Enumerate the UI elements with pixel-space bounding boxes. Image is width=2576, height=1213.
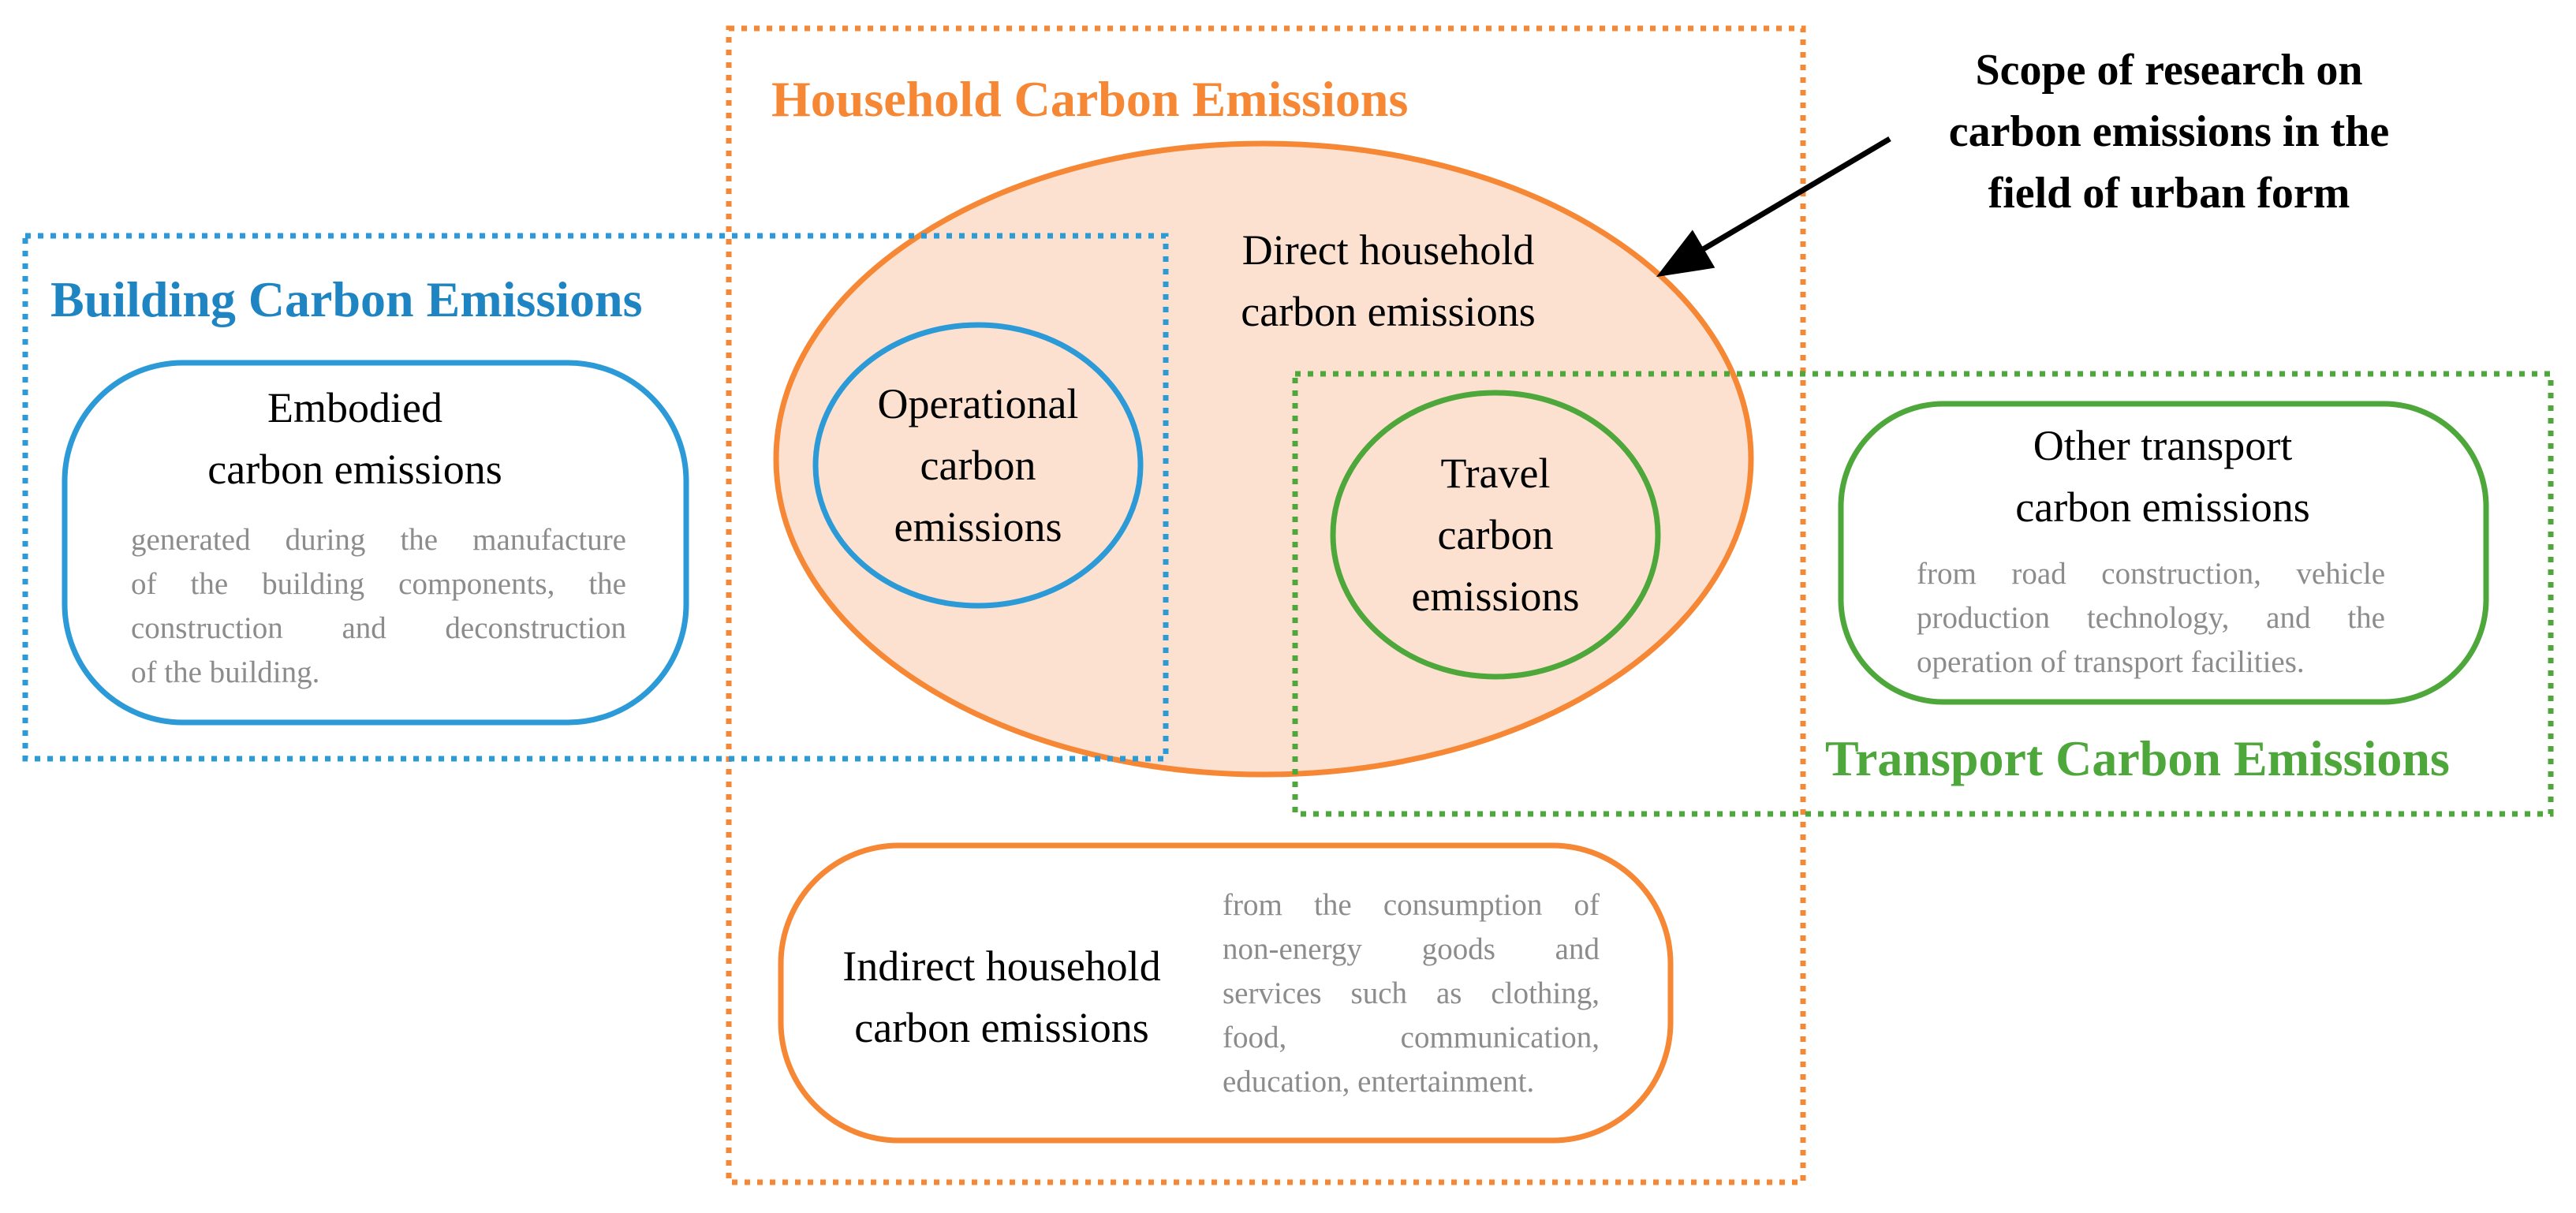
indirect-household-description: from the consumption of non-energy goods…	[1223, 883, 1600, 1104]
other-transport-description: from road construction, vehicle producti…	[1917, 552, 2385, 685]
travel-line-1: Travel	[1440, 450, 1551, 497]
household-title: Household Carbon Emissions	[771, 71, 1409, 127]
embodied-label: Embodied carbon emissions	[118, 377, 592, 500]
direct-household-label: Direct household carbon emissions	[1167, 219, 1609, 342]
building-frame	[22, 233, 1169, 762]
embodied-desc-line-2: of the building components, the	[131, 567, 626, 601]
operational-circle	[812, 322, 1144, 609]
other-transport-desc-line-2: production technology, and the	[1917, 601, 2385, 635]
indirect-desc-line-5: education, entertainment.	[1223, 1065, 1535, 1099]
callout-line-1: Scope of research on	[1975, 46, 2363, 95]
operational-line-1: Operational	[877, 380, 1079, 427]
operational-label: Operational carbon emissions	[816, 325, 1141, 606]
callout-arrow	[1656, 136, 1891, 278]
callout-line-3: field of urban form	[1988, 169, 2350, 218]
direct-household-ellipse	[773, 140, 1754, 778]
embodied-desc-line-1: generated during the manufacture	[131, 523, 626, 557]
callout-line-2: carbon emissions in the	[1948, 107, 2390, 156]
travel-label: Travel carbon emissions	[1333, 393, 1658, 677]
embodied-desc-line-3: construction and deconstruction	[131, 611, 626, 645]
research-scope-callout: Scope of research on carbon emissions in…	[1814, 39, 2524, 224]
other-transport-label: Other transport carbon emissions	[1925, 415, 2401, 538]
other-transport-desc-line-3: operation of transport facilities.	[1917, 645, 2305, 679]
embodied-desc-line-4: of the building.	[131, 655, 320, 689]
indirect-desc-line-3: services such as clothing,	[1223, 976, 1600, 1010]
other-transport-desc-line-1: from road construction, vehicle	[1917, 557, 2385, 591]
building-title: Building Carbon Emissions	[50, 271, 643, 327]
transport-frame	[1292, 371, 2554, 817]
other-transport-box	[1838, 401, 2489, 705]
embodied-box	[62, 360, 689, 726]
indirect-household-line-1: Indirect household	[842, 942, 1161, 990]
indirect-desc-line-2: non-energy goods and	[1223, 932, 1600, 966]
indirect-household-label: Indirect household carbon emissions	[805, 935, 1199, 1058]
indirect-household-box	[778, 842, 1674, 1144]
operational-line-3: emissions	[894, 503, 1062, 551]
direct-household-line-1: Direct household	[1241, 226, 1535, 274]
direct-household-line-2: carbon emissions	[1241, 288, 1536, 335]
embodied-line-1: Embodied	[267, 384, 442, 431]
operational-line-2: carbon	[920, 442, 1036, 489]
household-frame	[726, 25, 1806, 1185]
transport-title: Transport Carbon Emissions	[1825, 730, 2450, 786]
indirect-desc-line-4: food, communication,	[1223, 1021, 1600, 1054]
travel-line-3: emissions	[1411, 573, 1580, 620]
indirect-desc-line-1: from the consumption of	[1223, 888, 1600, 922]
other-transport-line-1: Other transport	[2033, 422, 2293, 469]
travel-circle	[1330, 390, 1661, 680]
travel-line-2: carbon	[1437, 511, 1554, 558]
indirect-household-line-2: carbon emissions	[854, 1004, 1149, 1051]
embodied-line-2: carbon emissions	[207, 446, 502, 493]
other-transport-line-2: carbon emissions	[2015, 483, 2310, 531]
embodied-description: generated during the manufacture of the …	[131, 518, 626, 695]
